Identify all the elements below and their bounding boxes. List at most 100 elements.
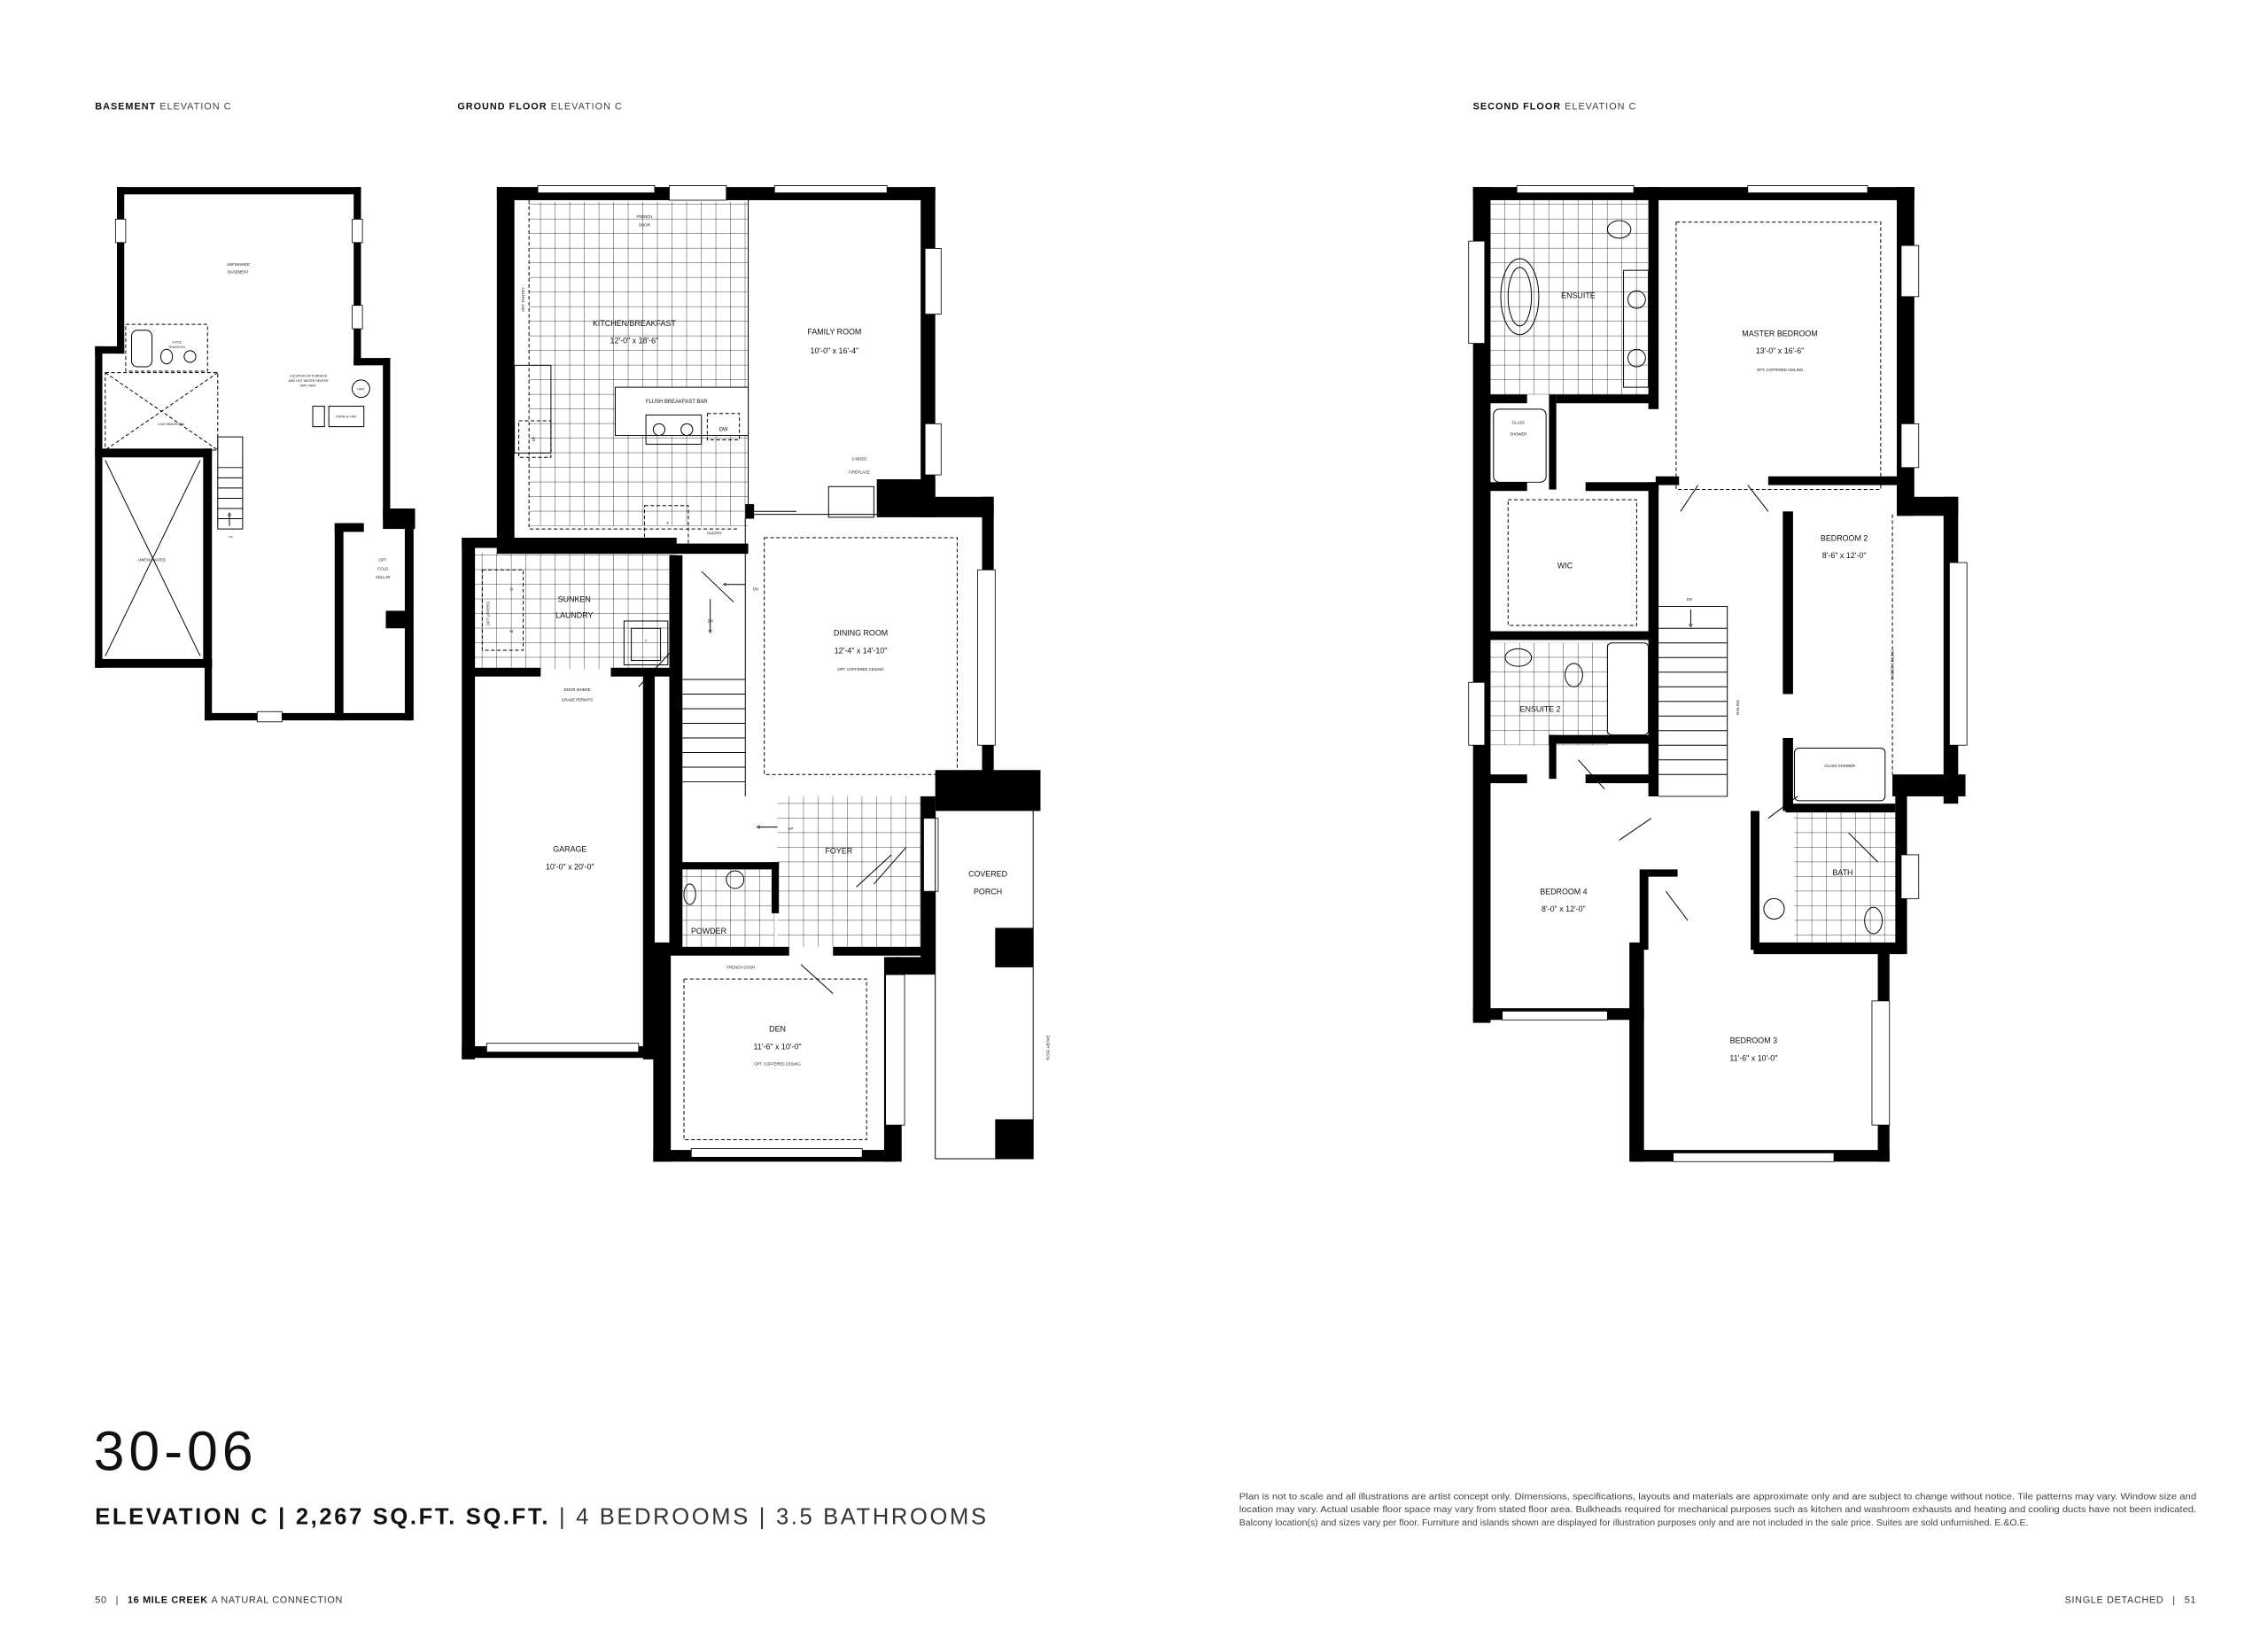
wall-segment bbox=[1785, 803, 1896, 813]
window bbox=[690, 1148, 863, 1158]
text-span: LOCATION OF FURNACE bbox=[290, 375, 328, 378]
hwt-label: HWT bbox=[357, 387, 365, 391]
railing-label: RAILING bbox=[1736, 700, 1740, 715]
fixture-outline bbox=[159, 348, 174, 365]
wall-segment bbox=[203, 448, 213, 668]
dashed-outline bbox=[125, 323, 208, 372]
fixture-outline bbox=[1500, 258, 1540, 336]
text-span: FIREPLACE bbox=[849, 470, 870, 474]
dashed-outline bbox=[528, 199, 739, 530]
fixture-outline bbox=[1864, 906, 1883, 935]
wall-segment bbox=[1549, 734, 1557, 780]
window bbox=[1673, 1152, 1835, 1162]
text-span: A NATURAL CONNECTION bbox=[211, 1595, 343, 1605]
text-span: | bbox=[116, 1595, 120, 1605]
dashed-outline bbox=[643, 505, 689, 550]
garage-label: GARAGE bbox=[553, 845, 586, 854]
text-span: LAUNDRY bbox=[555, 611, 593, 620]
furnace-label: FURN w/ HRV bbox=[336, 415, 357, 419]
wall-segment bbox=[1483, 774, 1527, 784]
fixture-outline bbox=[105, 460, 201, 656]
fixture-outline bbox=[328, 406, 365, 428]
window bbox=[352, 219, 363, 244]
stair-dn-label-1: DN bbox=[753, 586, 758, 591]
stove-label: S bbox=[532, 438, 535, 443]
window bbox=[977, 569, 996, 746]
window bbox=[1948, 562, 1968, 746]
fixture-outline bbox=[680, 423, 694, 437]
wall-segment bbox=[833, 946, 936, 956]
window bbox=[485, 1043, 640, 1052]
text-span: | bbox=[278, 1504, 287, 1529]
dashed-outline bbox=[1675, 221, 1882, 491]
text-span: FRENCH bbox=[637, 214, 653, 219]
bedroom-2-dimensions: 8'-6" x 12'-0" bbox=[1822, 551, 1867, 560]
roof-above-label: ROOF ABOVE bbox=[1045, 1036, 1050, 1060]
ground-floor-windows bbox=[485, 185, 996, 1158]
fixture-outline bbox=[1763, 897, 1785, 920]
fixture-outline bbox=[514, 364, 552, 454]
opt-pantry-label: OPT. PANTRY bbox=[521, 287, 525, 312]
window bbox=[885, 974, 905, 1126]
text-span: 3.5 BATHROOMS bbox=[776, 1504, 989, 1529]
text-span: 3-PCE bbox=[172, 341, 182, 345]
text-span: BASEMENT bbox=[228, 269, 249, 274]
wall-segment bbox=[876, 479, 936, 517]
kitchen-dimensions: 12'-0" x 18'-6" bbox=[610, 337, 659, 345]
tile-floor bbox=[1794, 811, 1897, 943]
text-span: ELEVATION C bbox=[551, 102, 623, 113]
walk-in-closet-label: WIC bbox=[1557, 562, 1573, 571]
window bbox=[924, 423, 942, 476]
wall-segment bbox=[1767, 476, 1900, 485]
wall-segment bbox=[1483, 482, 1527, 492]
text-span: COVERED bbox=[968, 870, 1007, 879]
fixture-outline bbox=[645, 414, 703, 445]
dryer-label: D bbox=[510, 586, 513, 591]
text-span: PORCH bbox=[974, 887, 1002, 896]
master-bedroom-label: MASTER BEDROOM bbox=[1742, 329, 1817, 338]
fixture-outline bbox=[683, 883, 696, 905]
unexcavated-label: UNEXCAVATED bbox=[138, 557, 166, 562]
stair-dn-label: DN bbox=[1687, 597, 1692, 602]
text-span: 50 bbox=[95, 1595, 106, 1605]
fixture-outline bbox=[1504, 648, 1533, 667]
fixture-outline bbox=[631, 627, 662, 662]
text-span: | bbox=[759, 1504, 767, 1529]
dashed-outline bbox=[706, 413, 741, 440]
text-span: GLASS bbox=[1512, 420, 1525, 424]
window bbox=[1747, 185, 1868, 194]
laundry-tub-label: T bbox=[645, 640, 648, 644]
text-span: COLD bbox=[377, 566, 388, 571]
fixture-outline bbox=[1507, 267, 1533, 327]
fixture-outline bbox=[638, 571, 907, 994]
wall-segment bbox=[1549, 394, 1557, 490]
tile-floor bbox=[529, 201, 749, 526]
text-span: 2,267 SQ.FT. SQ.FT. bbox=[296, 1504, 550, 1529]
wall-segment bbox=[1556, 394, 1656, 404]
wall-segment bbox=[1585, 774, 1656, 784]
den-french-door-label: FRENCH DOOR bbox=[726, 966, 755, 970]
text-span: AND HOT WATER HEATER bbox=[288, 379, 329, 383]
text-span: ELEVATION C bbox=[159, 102, 231, 113]
dashed-outline bbox=[683, 978, 867, 1141]
fixture-outline bbox=[682, 518, 746, 796]
basement-walls bbox=[95, 187, 416, 721]
wall-segment bbox=[334, 523, 344, 721]
text-span: UNFINISHED bbox=[227, 262, 250, 267]
wall-segment bbox=[1648, 869, 1678, 877]
den-label: DEN bbox=[769, 1024, 786, 1033]
pantry-label: PANTRY bbox=[707, 532, 722, 536]
fixture-outline bbox=[827, 485, 874, 518]
family-room-dimensions: 10'-0" x 16'-4" bbox=[811, 346, 859, 355]
bedroom-3-label: BEDROOM 3 bbox=[1730, 1036, 1777, 1045]
fixture-outline bbox=[1493, 408, 1547, 483]
wall-segment bbox=[95, 448, 213, 458]
dashed-outline bbox=[481, 569, 524, 651]
wall-segment bbox=[935, 770, 1041, 811]
window bbox=[256, 710, 283, 723]
disclaimer-line: Plan is not to scale and all illustratio… bbox=[1239, 1492, 2197, 1502]
